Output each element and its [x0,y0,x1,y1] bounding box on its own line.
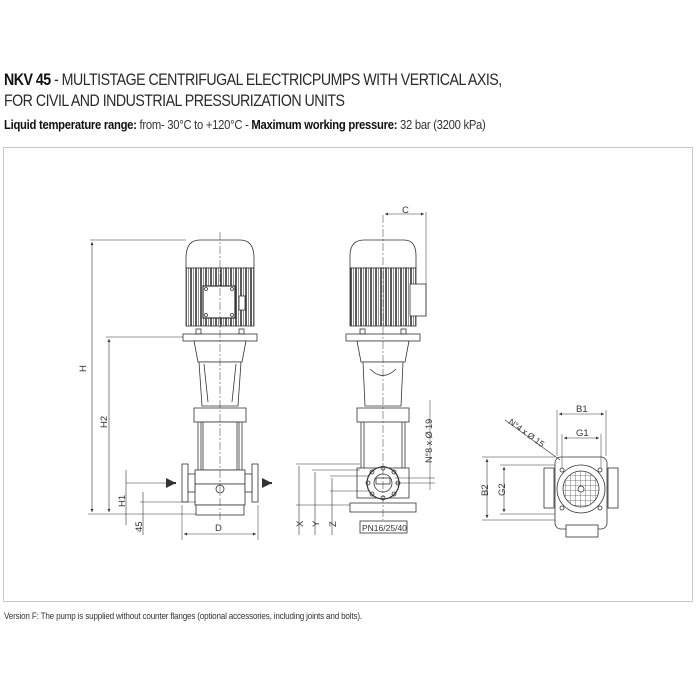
dim-H2: H2 [99,416,110,428]
dim-G1: G1 [576,428,589,439]
dim-H1: H1 [117,495,128,507]
side-bolt-note: N°8 x Ø 19 [424,419,434,463]
dim-C: C [402,205,409,216]
dim-Y: Y [311,520,322,527]
dim-B1: B1 [576,404,588,415]
side-view [296,212,435,535]
pressure-label: Maximum working pressure: [251,118,398,132]
base-view [482,410,619,538]
dim-X: X [295,520,306,527]
flange-rating: PN16/25/40 [362,523,407,533]
model-name: NKV 45 [4,71,51,89]
side-view-labels: C X Y Z N°8 x Ø 19 PN16/25/40 [295,205,434,533]
temp-label: Liquid temperature range: [4,118,137,132]
front-view-labels: H H2 H1 45 D [78,365,222,534]
dim-45: 45 [134,521,145,532]
title-line-2: FOR CIVIL AND INDUSTRIAL PRESSURIZATION … [4,92,345,110]
spec-line: Liquid temperature range: from- 30°C to … [4,118,486,132]
dim-D: D [215,523,222,534]
dim-Z: Z [328,521,339,527]
front-view [88,232,272,540]
dim-H: H [78,365,89,372]
base-bolt-note: N°4 x Ø 15 [507,417,547,450]
dim-B2: B2 [480,484,491,496]
drawing-frame [3,147,693,602]
page-title: NKV 45 - MULTISTAGE CENTRIFUGAL ELECTRIC… [4,70,502,112]
temp-value: from- 30°C to +120°C - [136,118,252,132]
dim-G2: G2 [497,483,508,496]
footer-note: Version F: The pump is supplied without … [4,611,362,621]
title-line-1: - MULTISTAGE CENTRIFUGAL ELECTRICPUMPS W… [50,71,502,89]
pressure-value: 32 bar (3200 kPa) [397,118,486,132]
